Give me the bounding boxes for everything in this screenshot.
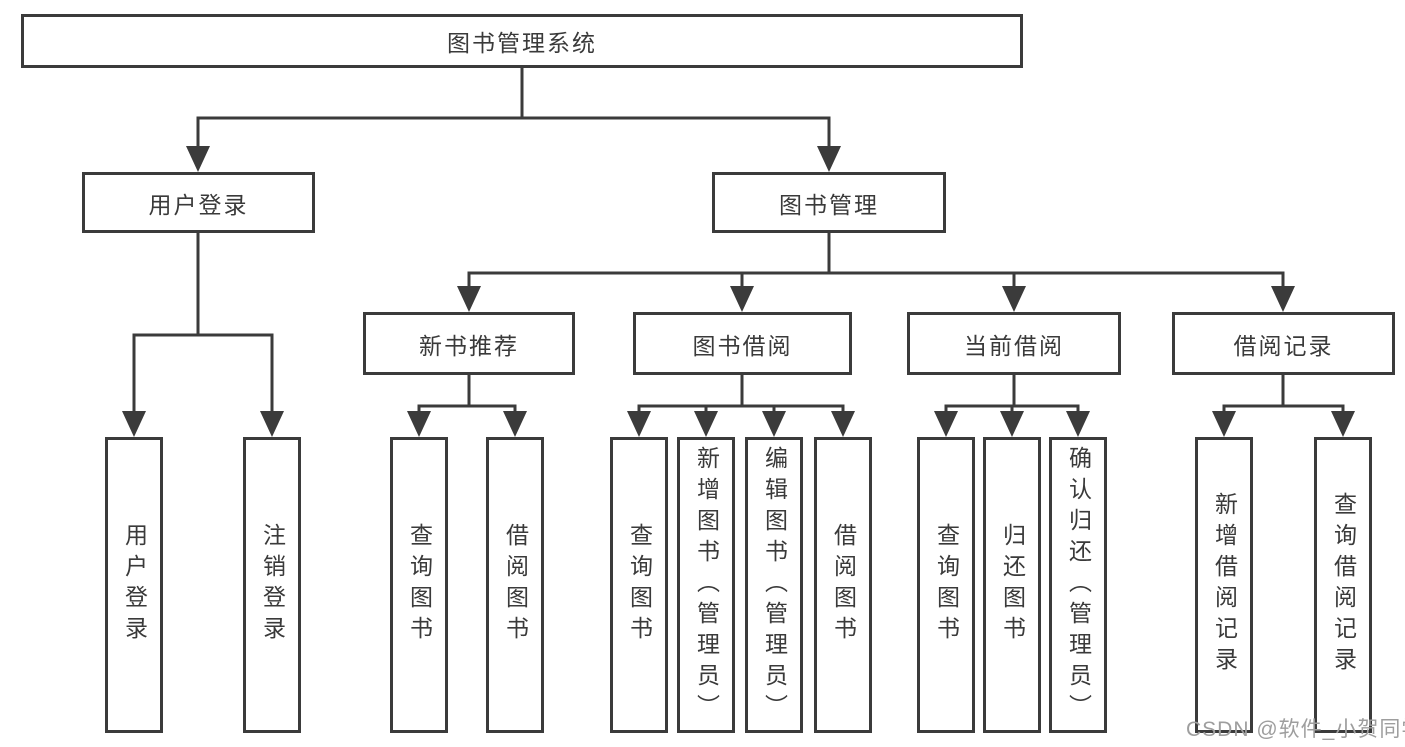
- leaf-query-books-borrowing: 查询图书: [610, 437, 668, 733]
- node-book-borrowing: 图书借阅: [633, 312, 852, 375]
- leaf-add-borrow-record: 新增借阅记录: [1195, 437, 1253, 733]
- node-label: 查询图书: [933, 523, 960, 647]
- node-book-management-system: 图书管理系统: [21, 14, 1023, 68]
- node-label: 用户登录: [148, 191, 249, 218]
- leaf-borrow-books-borrowing: 借阅图书: [814, 437, 872, 733]
- node-label: 编辑图书（管理员）: [761, 445, 788, 725]
- leaf-logout: 注销登录: [243, 437, 301, 733]
- leaf-confirm-return-admin: 确认归还（管理员）: [1049, 437, 1107, 733]
- arrow-down-icons: [122, 146, 1355, 437]
- node-label: 图书借阅: [692, 332, 793, 359]
- node-book-management: 图书管理: [712, 172, 946, 233]
- node-new-book-recommendation: 新书推荐: [363, 312, 575, 375]
- leaf-query-books-current: 查询图书: [917, 437, 975, 733]
- leaf-edit-books-admin: 编辑图书（管理员）: [745, 437, 803, 733]
- node-current-borrowing: 当前借阅: [907, 312, 1121, 375]
- node-label: 图书管理: [779, 191, 879, 218]
- leaf-user-login: 用户登录: [105, 437, 163, 733]
- node-label: 注销登录: [259, 523, 286, 647]
- node-label: 新增图书（管理员）: [693, 445, 720, 725]
- node-label: 当前借阅: [964, 332, 1064, 359]
- node-label: 查询图书: [626, 523, 653, 647]
- leaf-borrow-books-recommend: 借阅图书: [486, 437, 544, 733]
- csdn-watermark: CSDN @软件_小贺同学: [1186, 718, 1405, 741]
- node-label: 归还图书: [999, 523, 1026, 647]
- node-label: 借阅记录: [1233, 332, 1334, 359]
- node-label: 借阅图书: [502, 523, 529, 647]
- node-label: 用户登录: [121, 523, 148, 647]
- leaf-query-borrow-record: 查询借阅记录: [1314, 437, 1372, 733]
- node-label: 新增借阅记录: [1211, 492, 1238, 678]
- node-label: 新书推荐: [419, 332, 519, 359]
- leaf-return-books: 归还图书: [983, 437, 1041, 733]
- node-user-login-group: 用户登录: [82, 172, 315, 233]
- node-borrowing-records: 借阅记录: [1172, 312, 1395, 375]
- node-label: 查询借阅记录: [1330, 492, 1357, 678]
- leaf-query-books-recommend: 查询图书: [390, 437, 448, 733]
- node-label: 查询图书: [406, 523, 433, 647]
- node-label: 确认归还（管理员）: [1065, 445, 1092, 725]
- leaf-add-books-admin: 新增图书（管理员）: [677, 437, 735, 733]
- node-label: 图书管理系统: [447, 30, 597, 56]
- node-label: 借阅图书: [830, 523, 857, 647]
